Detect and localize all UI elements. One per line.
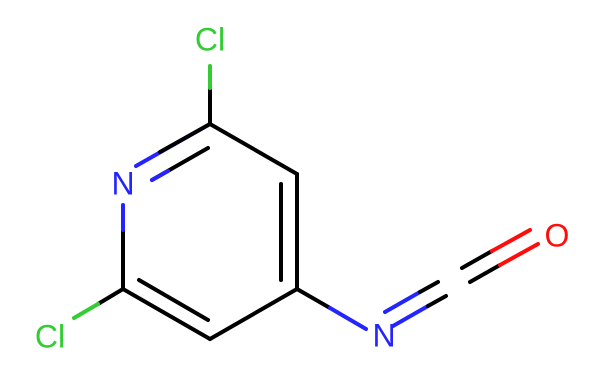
bond-c5-c6-inner	[137, 278, 210, 322]
bond-c-o-iso-2	[460, 249, 494, 270]
bond-c4-c5	[208, 287, 299, 341]
bond-n-c-iso-1b	[426, 294, 448, 308]
atom-label-cl-top: Cl	[195, 21, 225, 57]
atom-label-cl-bottom: Cl	[35, 318, 65, 354]
bond-c6-cl-bottom	[96, 287, 125, 306]
bond-c-o-iso-1b	[498, 242, 540, 267]
bond-n-c-iso-1	[391, 304, 430, 328]
bond-n-c2-inner-color	[150, 169, 170, 182]
bonds	[72, 64, 540, 341]
bond-n-c-iso-2	[383, 290, 422, 314]
bond-c4-n-iso-color	[328, 306, 368, 331]
bond-n-c2-b	[158, 122, 212, 154]
bond-c-o-iso-2b	[490, 228, 532, 253]
bond-c4-n-iso	[295, 287, 332, 310]
atom-labels: Cl N Cl N O	[35, 21, 570, 354]
atom-label-n-isocyanate: N	[372, 317, 395, 353]
bond-c2-c3	[208, 122, 299, 176]
bond-c6-cl-bottom-color	[72, 302, 100, 320]
bond-c5-c6	[121, 287, 212, 341]
bond-c-o-iso-1	[468, 263, 502, 284]
atom-label-o: O	[545, 217, 570, 253]
atom-label-n-ring: N	[111, 165, 134, 201]
bond-n-c-iso-2b	[418, 280, 440, 294]
